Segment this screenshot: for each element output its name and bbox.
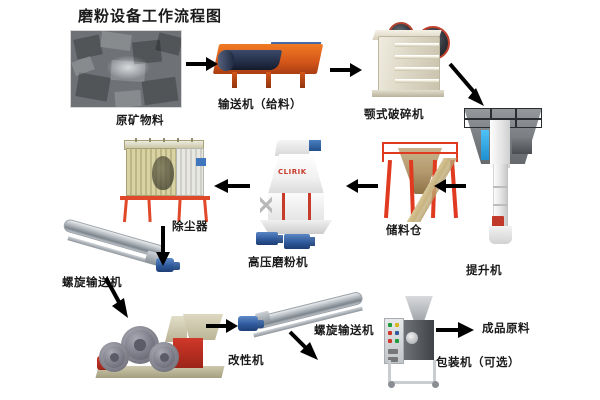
arrow-screw-2-to-packer xyxy=(288,330,326,366)
label-high-pressure-mill: 高压磨粉机 xyxy=(248,255,308,269)
label-dust-collector: 除尘器 xyxy=(172,219,208,233)
arrow-mill-to-dust-collector xyxy=(212,178,250,194)
label-modifier: 改性机 xyxy=(228,353,264,367)
label-feeder-conveyor: 输送机（给料） xyxy=(218,97,302,111)
bucket-elevator-icon xyxy=(458,108,550,256)
label-jaw-crusher: 颚式破碎机 xyxy=(364,107,424,121)
packing-machine-icon xyxy=(382,296,448,388)
label-storage-bin: 储料仓 xyxy=(386,223,422,237)
label-bucket-elevator: 提升机 xyxy=(466,263,502,277)
arrow-packer-to-finished-product xyxy=(436,322,476,338)
label-screw-conveyor-2: 螺旋输送机 xyxy=(314,323,374,337)
arrow-jaw-crusher-to-elevator xyxy=(448,62,492,110)
jaw-crusher-icon xyxy=(364,20,460,100)
label-packing-machine: 包装机（可选） xyxy=(436,355,520,369)
mill-logo-text: CLIRIK xyxy=(278,168,307,176)
arrow-elevator-to-storage-bin xyxy=(432,178,466,194)
label-finished-product: 成品原料 xyxy=(482,321,530,335)
arrow-feeder-to-jaw-crusher xyxy=(330,62,362,78)
label-raw-ore: 原矿物料 xyxy=(116,113,164,127)
arrow-screw-1-to-modifier xyxy=(104,276,138,322)
ore-rock-photo-icon xyxy=(70,30,182,108)
grinding-mill-icon: CLIRIK xyxy=(252,136,340,249)
arrow-raw-ore-to-feeder xyxy=(186,56,218,72)
storage-hopper-icon xyxy=(376,138,468,226)
arrow-modifier-to-screw-2 xyxy=(206,318,240,334)
bag-filter-icon xyxy=(120,138,212,223)
belt-conveyor-icon xyxy=(212,36,326,92)
screw-conveyor-icon-2 xyxy=(236,288,366,344)
arrow-dust-collector-to-screw-1 xyxy=(155,226,171,266)
screw-conveyor-icon xyxy=(58,217,180,284)
page-title: 磨粉设备工作流程图 xyxy=(77,7,222,25)
arrow-storage-bin-to-mill xyxy=(344,178,378,194)
